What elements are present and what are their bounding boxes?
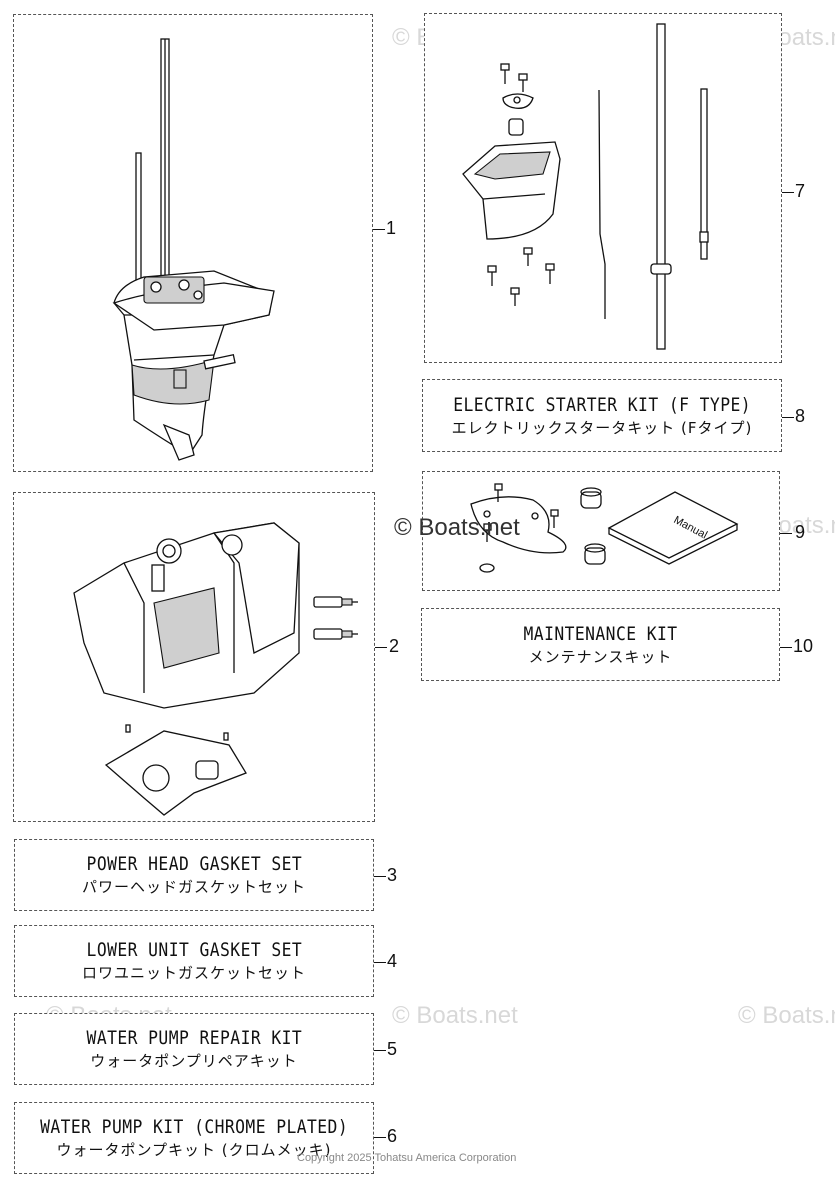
- leader-line-1: [373, 229, 385, 230]
- part-name-jp: エレクトリックスタータキット (Fタイプ): [451, 418, 753, 437]
- callout-8: 8: [795, 406, 806, 426]
- bolt-icon: [518, 73, 528, 92]
- part-box-5: WATER PUMP REPAIR KIT ウォータポンプリペアキット: [14, 1013, 374, 1085]
- bolt-icon: [500, 63, 510, 84]
- part-box-1: [13, 14, 373, 472]
- callout-5: 5: [387, 1039, 398, 1059]
- cap-icon: [580, 487, 602, 509]
- part-box-6: WATER PUMP KIT (CHROME PLATED) ウォータポンプキッ…: [14, 1102, 374, 1174]
- leader-line-2: [375, 647, 387, 648]
- part-name-jp: メンテナンスキット: [528, 647, 673, 666]
- part-box-2: [13, 492, 375, 822]
- part-name-jp: ロワユニットガスケットセット: [81, 964, 306, 982]
- part-name-en: WATER PUMP KIT (CHROME PLATED): [39, 1116, 349, 1138]
- part-box-4: LOWER UNIT GASKET SET ロワユニットガスケットセット: [14, 925, 374, 997]
- part-box-3: POWER HEAD GASKET SET パワーヘッドガスケットセット: [14, 839, 374, 911]
- part-name-jp: ウォータポンプキット (クロムメッキ): [56, 1141, 332, 1159]
- bolt-icon: [550, 509, 559, 528]
- part-name-en: MAINTENANCE KIT: [523, 622, 678, 645]
- callout-2: 2: [389, 636, 400, 656]
- leader-line-9: [780, 533, 792, 534]
- callout-7: 7: [795, 181, 806, 201]
- part-box-10: MAINTENANCE KIT メンテナンスキット: [421, 608, 780, 681]
- gasket-icon: [104, 730, 247, 816]
- cap-icon: [584, 543, 606, 565]
- callout-1: 1: [386, 218, 397, 238]
- leader-line-7: [782, 192, 794, 193]
- callout-9: 9: [795, 522, 806, 542]
- leader-line-5: [374, 1050, 386, 1051]
- watermark: © Boats.net: [392, 1002, 518, 1029]
- copyright-text: Copyright 2025 Tohatsu America Corporati…: [297, 1152, 517, 1164]
- leader-line-4: [374, 962, 386, 963]
- watermark: © Boats.net: [738, 1002, 835, 1029]
- lower-unit-illustration: [112, 38, 275, 461]
- part-box-9: Manual: [422, 471, 780, 591]
- leader-line-6: [374, 1137, 386, 1138]
- watermark: © Boats.net: [394, 514, 520, 541]
- callout-6: 6: [387, 1126, 398, 1146]
- callout-10: 10: [793, 636, 814, 656]
- part-name-jp: ウォータポンプリペアキット: [90, 1052, 298, 1070]
- bolt-icon: [483, 523, 492, 542]
- spark-plug-icon: [313, 596, 358, 608]
- power-head-illustration: [73, 522, 358, 816]
- spark-plug-icon: [313, 628, 358, 640]
- part-name-jp: パワーヘッドガスケットセット: [81, 878, 306, 896]
- leader-line-3: [374, 876, 386, 877]
- bolt-icon: [494, 483, 503, 502]
- leader-line-8: [782, 417, 794, 418]
- part-name-en: ELECTRIC STARTER KIT (F TYPE): [453, 393, 751, 416]
- drive-shaft-illustration: [462, 23, 709, 350]
- part-name-en: LOWER UNIT GASKET SET: [86, 939, 302, 961]
- manual-book-icon: Manual: [607, 491, 739, 565]
- callout-4: 4: [387, 951, 398, 971]
- callout-3: 3: [387, 865, 398, 885]
- part-box-8: ELECTRIC STARTER KIT (F TYPE) エレクトリックスター…: [422, 379, 782, 452]
- bolt-icon: [545, 263, 555, 284]
- part-name-en: WATER PUMP REPAIR KIT: [86, 1027, 302, 1049]
- bolt-icon: [523, 247, 533, 266]
- bracket-kit-illustration: Manual: [470, 483, 739, 573]
- bolt-icon: [510, 287, 520, 306]
- bolt-icon: [487, 265, 497, 286]
- part-box-7: [424, 13, 782, 363]
- part-name-en: POWER HEAD GASKET SET: [86, 853, 302, 875]
- leader-line-10: [780, 647, 792, 648]
